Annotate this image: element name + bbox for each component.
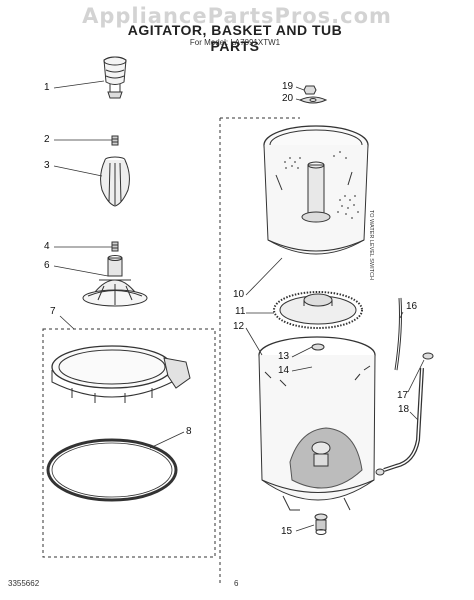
part-11-drive-bearing[interactable] [273,291,363,329]
basket-perforations [284,151,359,219]
part-15-drain-fitting[interactable] [314,513,328,535]
part-3-agitator-barrel[interactable] [100,156,130,207]
part-2-bolt[interactable] [111,135,119,146]
callout-13: 13 [278,351,290,362]
part-7-tub-ring[interactable] [51,345,191,403]
callout-18: 18 [398,404,410,415]
footer-code: 3355662 [8,579,40,588]
part-4-bolt[interactable] [111,241,119,252]
callout-14: 14 [278,365,290,376]
footer-page: 6 [234,579,239,588]
leader-lines [53,80,425,532]
part-8-ring-seal[interactable] [46,438,178,502]
part-18-hose-tube[interactable] [375,367,424,476]
part-19-nut[interactable] [303,85,317,95]
water-level-label: TO WATER LEVEL SWITCH [368,210,374,280]
part-6-agitator-base[interactable] [82,255,148,307]
part-12-outer-tub[interactable] [258,336,376,511]
part-13-seal[interactable] [311,343,325,351]
callout-17: 17 [397,390,409,401]
page-title: AGITATOR, BASKET AND TUB PARTS [127,22,343,54]
callout-12: 12 [233,321,245,332]
callout-20: 20 [282,93,294,104]
part-7-box [42,328,216,558]
callout-6: 6 [44,260,50,271]
callout-19: 19 [282,81,294,92]
callout-16: 16 [406,301,418,312]
callout-15: 15 [281,526,293,537]
callout-7: 7 [50,306,56,317]
part-10-basket[interactable] [263,125,369,255]
part-1-agitator-cap[interactable] [103,56,127,99]
callout-3: 3 [44,160,50,171]
callout-10: 10 [233,289,245,300]
part-16-hose[interactable] [394,297,402,371]
callout-8: 8 [186,426,192,437]
callout-4: 4 [44,241,50,252]
part-20-plate[interactable] [298,96,328,104]
part-17-hose-clamp[interactable] [422,352,434,360]
callout-1: 1 [44,82,50,93]
callout-11: 11 [235,306,246,317]
callout-2: 2 [44,134,50,145]
model-subtitle: For Model: LA7091XTW1 [189,38,281,47]
